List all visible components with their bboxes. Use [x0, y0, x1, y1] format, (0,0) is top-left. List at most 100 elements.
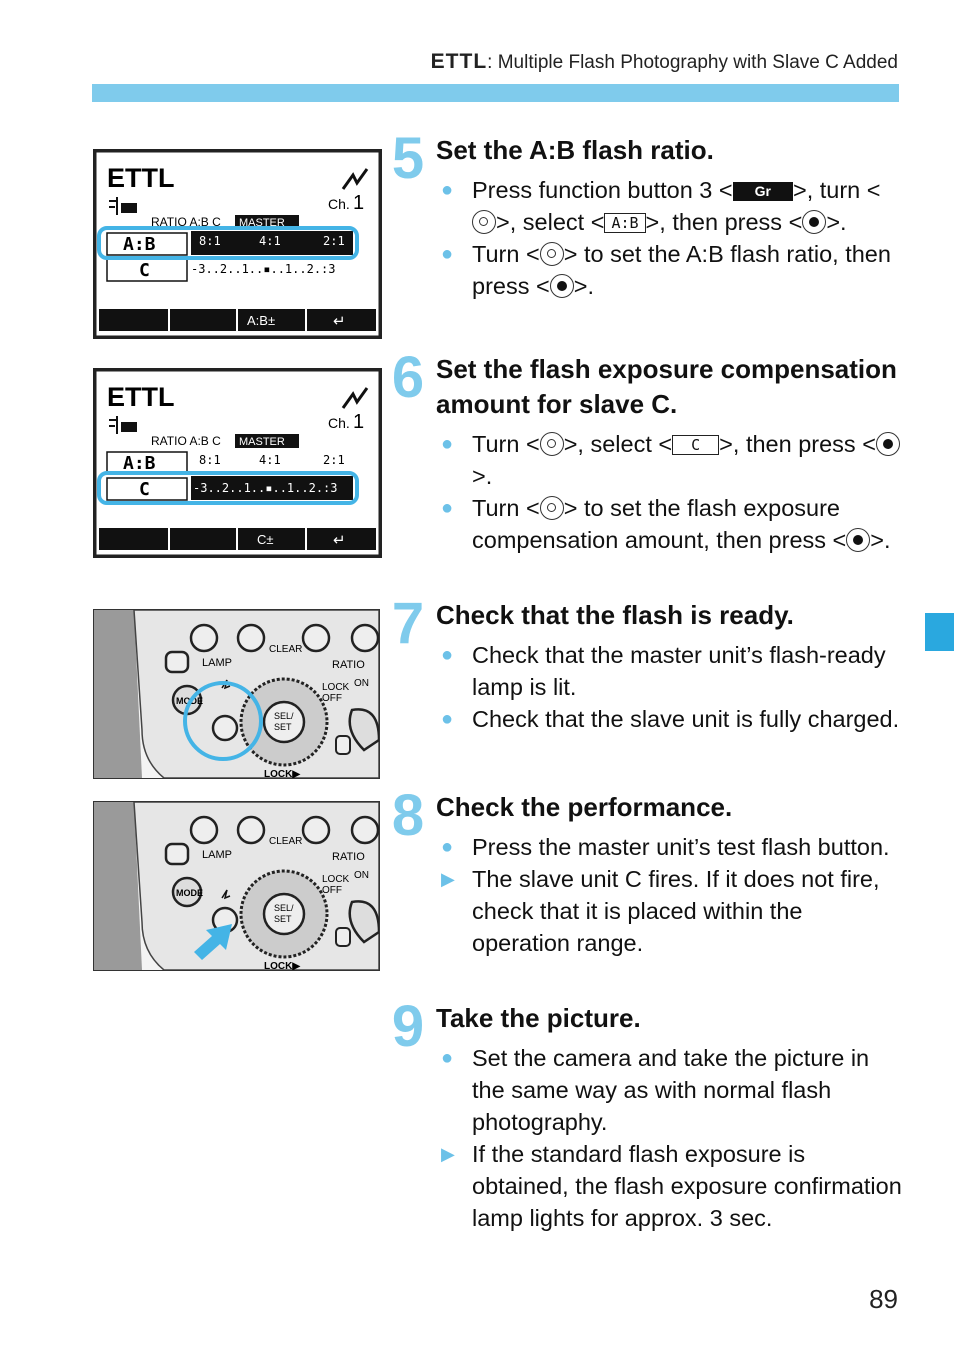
label-lock: LOCK: [322, 682, 350, 693]
lcd-button-3: C±: [257, 532, 274, 547]
list-item: The slave unit C fires. If it does not f…: [441, 863, 904, 959]
header-title: : Multiple Flash Photography with Slave …: [487, 52, 898, 73]
label-sel: SEL/: [274, 903, 294, 913]
lcd-ratio-value-1: 8:1: [199, 453, 221, 467]
wireless-master-icon: [109, 197, 137, 215]
label-clear: CLEAR: [269, 836, 302, 847]
step-number: 7: [391, 591, 425, 656]
lcd-ratio-row: RATIO A:B C: [151, 434, 221, 448]
text-segment: >.: [573, 273, 594, 299]
text-segment: >.: [472, 463, 493, 489]
flash-unit-photo-test-button: CLEAR LAMP RATIO MODE LOCK ON OFF SEL/ S…: [93, 801, 381, 976]
label-sel: SEL/: [274, 711, 294, 721]
label-clear: CLEAR: [269, 644, 302, 655]
flash-back-panel-illustration: CLEAR LAMP RATIO MODE LOCK ON OFF SEL/ S…: [93, 801, 381, 972]
flash-unit-photo-ready-lamp: CLEAR LAMP RATIO MODE LOCK ON OFF SEL/ S…: [93, 609, 381, 784]
press-arrow-icon: [194, 924, 232, 960]
list-item: Press function button 3 <Gr>, turn < >, s…: [441, 174, 904, 238]
step-title: Take the picture.: [436, 1003, 641, 1033]
list-item: Turn <> to set the flash exposure compen…: [441, 492, 904, 556]
label-lock: LOCK: [322, 874, 350, 885]
step-list: Turn <>, select <C>, then press <>. Turn…: [384, 428, 904, 556]
label-lamp: LAMP: [202, 657, 232, 669]
page-number: 89: [869, 1284, 898, 1314]
step-6: 6 Set the flash exposure compensation am…: [384, 345, 904, 556]
flash-back-panel-illustration: CLEAR LAMP RATIO MODE LOCK ON OFF SEL/ S…: [93, 609, 381, 780]
list-item: Press the master unit’s test flash butto…: [441, 831, 904, 863]
text-segment: Turn <: [472, 241, 540, 267]
list-item: Set the camera and take the picture in t…: [441, 1042, 904, 1138]
label-off: OFF: [322, 885, 342, 896]
running-header: ETTL: Multiple Flash Photography with Sl…: [431, 50, 898, 74]
set-button-icon: [802, 210, 827, 234]
text-segment: Press function button 3 <: [472, 177, 733, 203]
lcd-row1-label: A:B: [123, 234, 156, 255]
lcd-channel-label: Ch.: [328, 196, 350, 212]
text-segment: >.: [870, 527, 891, 553]
set-button-icon: [549, 274, 574, 298]
dial-icon: [539, 242, 564, 266]
set-button-icon: [846, 528, 871, 552]
lcd-row2-label: C: [139, 479, 150, 500]
text-segment: >, select <: [563, 431, 673, 457]
step-list: Check that the master unit’s flash-ready…: [384, 639, 904, 735]
lcd-master-badge: MASTER: [239, 436, 285, 448]
lcd-ratio-value-1: 8:1: [199, 234, 221, 248]
text-segment: >.: [826, 209, 847, 235]
lcd-panel-slave-c: ETTL Ch. 1 RATIO A:B C MASTER A:B 8:1 4:…: [93, 368, 382, 563]
lightning-icon: [341, 168, 369, 190]
chapter-tab: [925, 613, 954, 651]
highlight-circle: [183, 681, 263, 761]
label-on: ON: [354, 870, 369, 881]
text-segment: >, select <: [496, 209, 605, 235]
lcd-mode: ETTL: [107, 382, 175, 412]
lcd-scale: -3..2..1..▪..1..2.:3: [193, 481, 338, 495]
lcd-ratio-value-3: 2:1: [323, 234, 345, 248]
lcd-mode: ETTL: [107, 163, 175, 193]
list-item: Check that the master unit’s flash-ready…: [441, 639, 904, 703]
step-title: Set the flash exposure compensation amou…: [436, 354, 897, 419]
label-set: SET: [274, 914, 292, 924]
lcd-button-4: ↵: [333, 531, 346, 549]
step-title: Check the performance.: [436, 792, 733, 822]
c-box-icon: C: [672, 435, 720, 455]
step-number: 5: [391, 126, 425, 191]
step-5: 5 Set the A:B flash ratio. Press functio…: [384, 126, 904, 302]
text-segment: Turn <: [472, 431, 540, 457]
flash-ready-lamp-icon: [221, 889, 231, 900]
label-lock-bottom: LOCK▶: [264, 769, 301, 779]
label-off: OFF: [322, 693, 342, 704]
text-segment: > to set the A:B flash ratio, then press…: [472, 241, 891, 299]
dial-icon: [472, 210, 496, 234]
step-number: 6: [391, 345, 425, 410]
step-8: 8 Check the performance. Press the maste…: [384, 787, 904, 959]
lcd-ratio-value-2: 4:1: [259, 234, 281, 248]
lightning-icon: [341, 387, 369, 409]
step-9: 9 Take the picture. Set the camera and t…: [384, 994, 904, 1234]
lcd-panel-ab-ratio: ETTL Ch. 1 RATIO A:B C MASTER A:B 8:1 4:…: [93, 149, 382, 344]
step-list: Press the master unit’s test flash butto…: [384, 831, 904, 959]
lcd-screen: ETTL Ch. 1 RATIO A:B C MASTER A:B 8:1 4:…: [93, 368, 382, 558]
label-set: SET: [274, 722, 292, 732]
label-ratio: RATIO: [332, 659, 365, 671]
label-ratio: RATIO: [332, 851, 365, 863]
wireless-master-icon: [109, 416, 137, 434]
text-segment: >, then press <: [645, 209, 803, 235]
lcd-channel-label: Ch.: [328, 415, 350, 431]
list-item: Check that the slave unit is fully charg…: [441, 703, 904, 735]
header-rule: [92, 84, 899, 102]
step-number: 9: [391, 994, 425, 1059]
step-list: Press function button 3 <Gr>, turn < >, s…: [384, 174, 904, 302]
text-segment: >, turn <: [792, 177, 881, 203]
lcd-ratio-row: RATIO A:B C: [151, 215, 221, 229]
lcd-button-3: A:B±: [247, 313, 275, 328]
lcd-ratio-value-3: 2:1: [323, 453, 345, 467]
text-segment: Turn <: [472, 495, 540, 521]
lcd-row1-label: A:B: [123, 453, 156, 474]
function-button-gr-icon: Gr: [732, 182, 793, 201]
text-segment: > to set the flash exposure compensation…: [472, 495, 847, 553]
lcd-scale: -3..2..1..▪..1..2.:3: [191, 262, 336, 276]
lcd-ratio-value-2: 4:1: [259, 453, 281, 467]
highlight-frame: [97, 226, 359, 260]
lcd-button-4: ↵: [333, 312, 346, 330]
